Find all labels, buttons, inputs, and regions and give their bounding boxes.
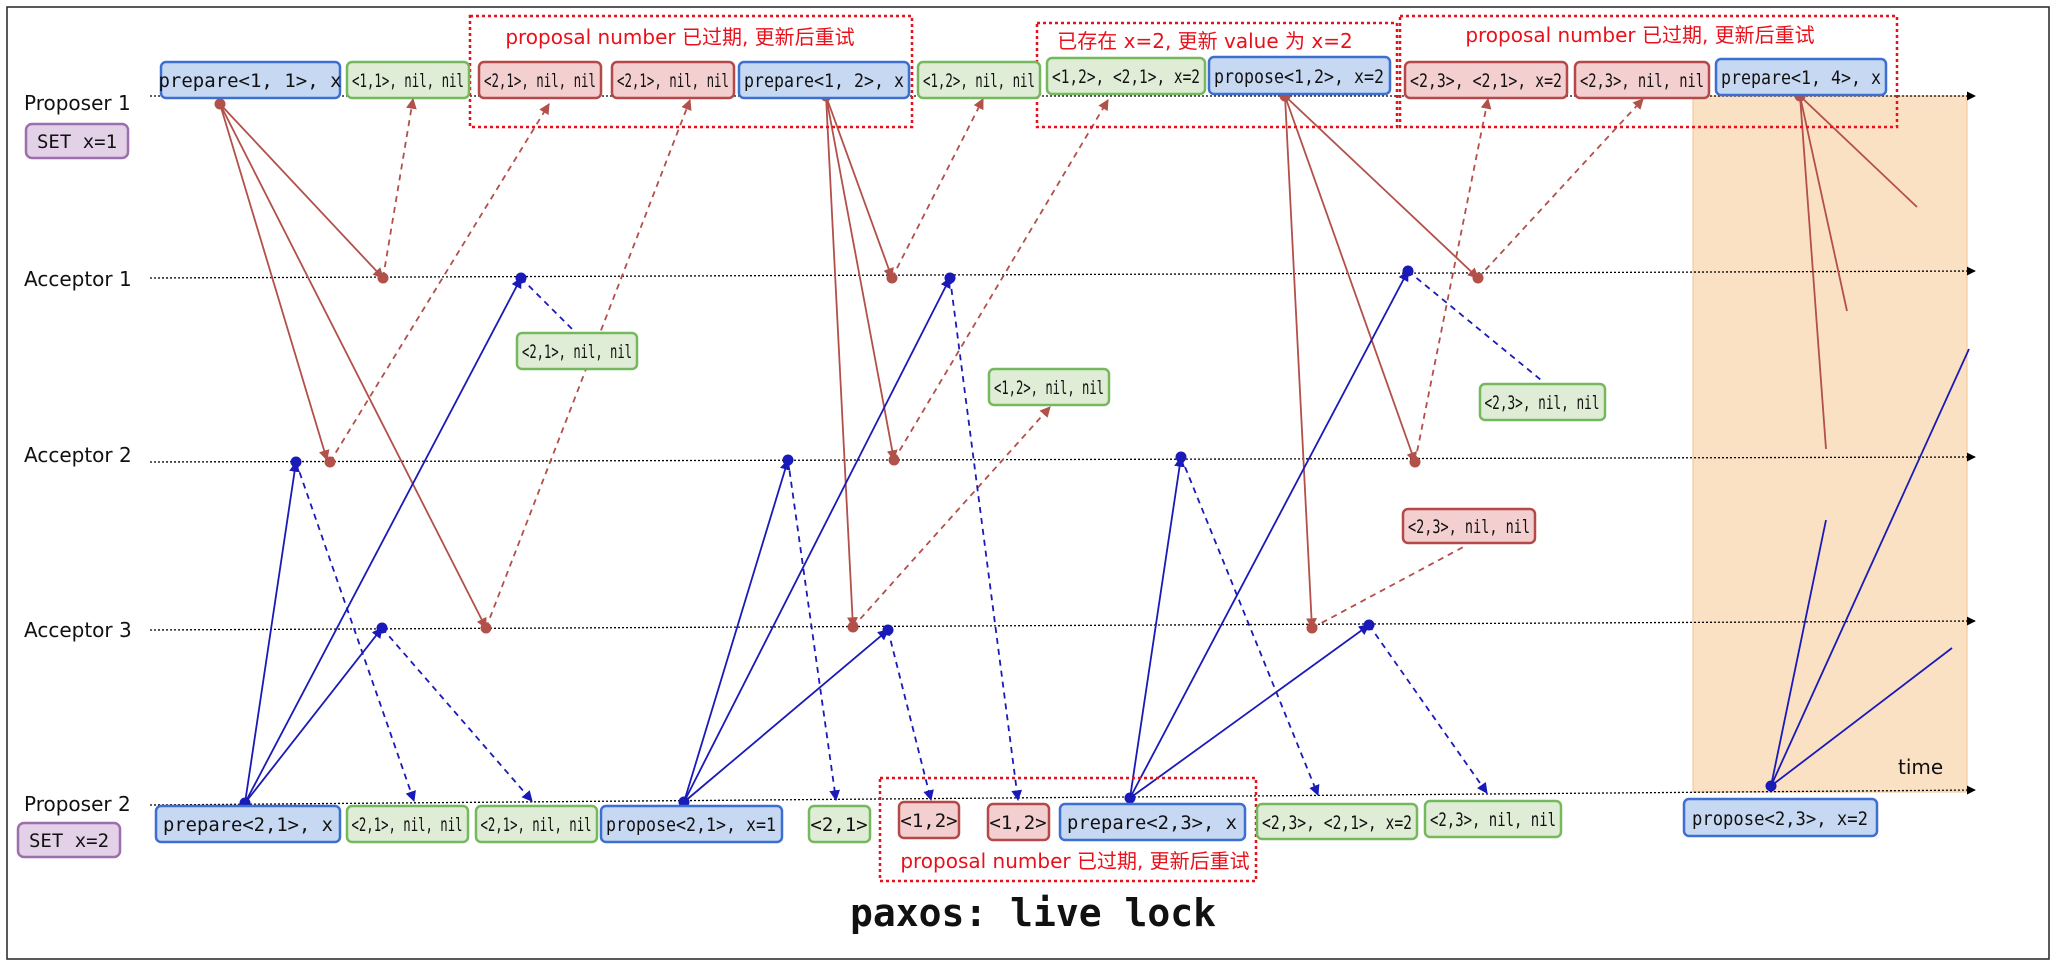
grouping-boxes (468, 14, 1899, 883)
time-label: time (1898, 755, 1943, 779)
messages-middle: <2,1>, nil, nil <1,2>, nil, nil <2,3>, n… (515, 331, 1607, 545)
msg-top-9 (1573, 60, 1711, 100)
note-value-exists: 已存在 x=2, 更新 value 为 x=2 (1057, 29, 1352, 53)
lane-label-acceptor-2: Acceptor 2 (24, 443, 132, 467)
msg-bot-0 (154, 804, 342, 844)
svg-text:<2,1>, nil, nil: <2,1>, nil, nil (617, 70, 729, 92)
msg-top-10 (1714, 57, 1888, 97)
svg-text:<1,2>, nil, nil: <1,2>, nil, nil (994, 377, 1104, 399)
msg-top-0 (159, 60, 342, 100)
lane-label-proposer-2: Proposer 2 (24, 792, 131, 816)
svg-text:<1,2>, <2,1>, x=2: <1,2>, <2,1>, x=2 (1052, 66, 1200, 88)
lane-label-acceptor-3: Acceptor 3 (24, 618, 132, 642)
svg-text:<2,3>, nil, nil: <2,3>, nil, nil (1580, 70, 1704, 92)
svg-text:prepare<1, 4>, x: prepare<1, 4>, x (1721, 67, 1881, 89)
event-dots-red (214, 90, 1806, 634)
note-expired-3: proposal number 已过期, 更新后重试 (900, 849, 1249, 873)
messages-top: prepare<1, 1>, x <1,1>, nil, nil <2,1>, … (158, 55, 1888, 100)
msg-bot-5 (897, 800, 961, 840)
group-box-3 (1398, 14, 1899, 129)
svg-text:<2,3>, <2,1>, x=2: <2,3>, <2,1>, x=2 (1262, 812, 1412, 834)
msg-mid-0 (515, 331, 639, 371)
proposer-1-tag: SET x=1 (37, 131, 117, 153)
diagram-title: paxos: live lock (850, 891, 1216, 935)
svg-text:<1,2>, nil, nil: <1,2>, nil, nil (923, 70, 1035, 92)
proposer-1-tag-box (24, 122, 130, 160)
svg-text:<2,3>, <2,1>, x=2: <2,3>, <2,1>, x=2 (1410, 70, 1562, 92)
msg-top-6 (1045, 56, 1207, 96)
outer-frame (6, 6, 2050, 960)
svg-text:propose<2,1>, x=1: propose<2,1>, x=1 (606, 814, 776, 836)
svg-text:<2,3>, nil, nil: <2,3>, nil, nil (1408, 516, 1530, 538)
svg-text:<2,1>: <2,1> (810, 814, 867, 836)
svg-text:<2,1>, nil, nil: <2,1>, nil, nil (484, 70, 596, 92)
svg-text:<2,3>, nil, nil: <2,3>, nil, nil (1485, 392, 1600, 414)
proposer-2-message-lines (244, 270, 1970, 804)
msg-top-8 (1403, 60, 1569, 100)
svg-text:prepare<1, 2>, x: prepare<1, 2>, x (744, 70, 904, 92)
svg-text:<2,1>, nil, nil: <2,1>, nil, nil (522, 341, 632, 363)
timeline-proposer-2 (149, 785, 1976, 806)
msg-bot-9 (1423, 799, 1563, 839)
svg-text:<2,1>, nil, nil: <2,1>, nil, nil (481, 814, 592, 836)
msg-bot-4 (807, 804, 872, 844)
msg-bot-7 (1058, 802, 1247, 842)
msg-top-2 (477, 60, 603, 100)
svg-text:<2,3>, nil, nil: <2,3>, nil, nil (1430, 809, 1556, 831)
msg-top-3 (610, 60, 736, 100)
lane-label-acceptor-1: Acceptor 1 (24, 267, 132, 291)
msg-bot-10 (1682, 797, 1879, 838)
msg-top-1 (345, 60, 471, 100)
msg-mid-1 (987, 367, 1111, 407)
svg-text:prepare<1, 1>, x: prepare<1, 1>, x (158, 70, 341, 92)
proposer-2-tag-box (16, 821, 122, 859)
msg-bot-3 (599, 804, 784, 844)
timeline-acceptor-2 (149, 452, 1976, 463)
msg-bot-8 (1255, 802, 1419, 841)
svg-text:<1,2>: <1,2> (900, 810, 957, 832)
note-expired-2: proposal number 已过期, 更新后重试 (1465, 23, 1814, 47)
msg-top-4 (737, 60, 911, 100)
timeline-acceptor-3 (149, 616, 1976, 631)
proposer-2-tag: SET x=2 (29, 830, 109, 852)
svg-text:<1,2>: <1,2> (989, 812, 1046, 834)
messages-bottom: prepare<2,1>, x <2,1>, nil, nil <2,1>, n… (154, 797, 1879, 844)
svg-text:propose<1,2>, x=2: propose<1,2>, x=2 (1214, 66, 1384, 88)
msg-top-7 (1207, 55, 1392, 96)
msg-mid-2 (1478, 382, 1607, 422)
msg-bot-6 (986, 802, 1051, 842)
svg-text:prepare<2,3>, x: prepare<2,3>, x (1067, 812, 1237, 834)
lane-label-proposer-1: Proposer 1 (24, 91, 131, 115)
svg-text:prepare<2,1>, x: prepare<2,1>, x (163, 814, 333, 836)
msg-bot-1 (345, 804, 470, 844)
svg-text:<1,1>, nil, nil: <1,1>, nil, nil (352, 70, 464, 92)
note-expired-1: proposal number 已过期, 更新后重试 (505, 25, 854, 49)
svg-text:<2,1>, nil, nil: <2,1>, nil, nil (352, 814, 463, 836)
timeline-acceptor-1 (149, 266, 1976, 279)
msg-top-5 (916, 60, 1042, 100)
msg-mid-3 (1401, 507, 1537, 545)
proposer-1-message-lines (219, 95, 1918, 630)
msg-bot-2 (474, 804, 599, 844)
svg-text:propose<2,3>, x=2: propose<2,3>, x=2 (1692, 808, 1868, 830)
